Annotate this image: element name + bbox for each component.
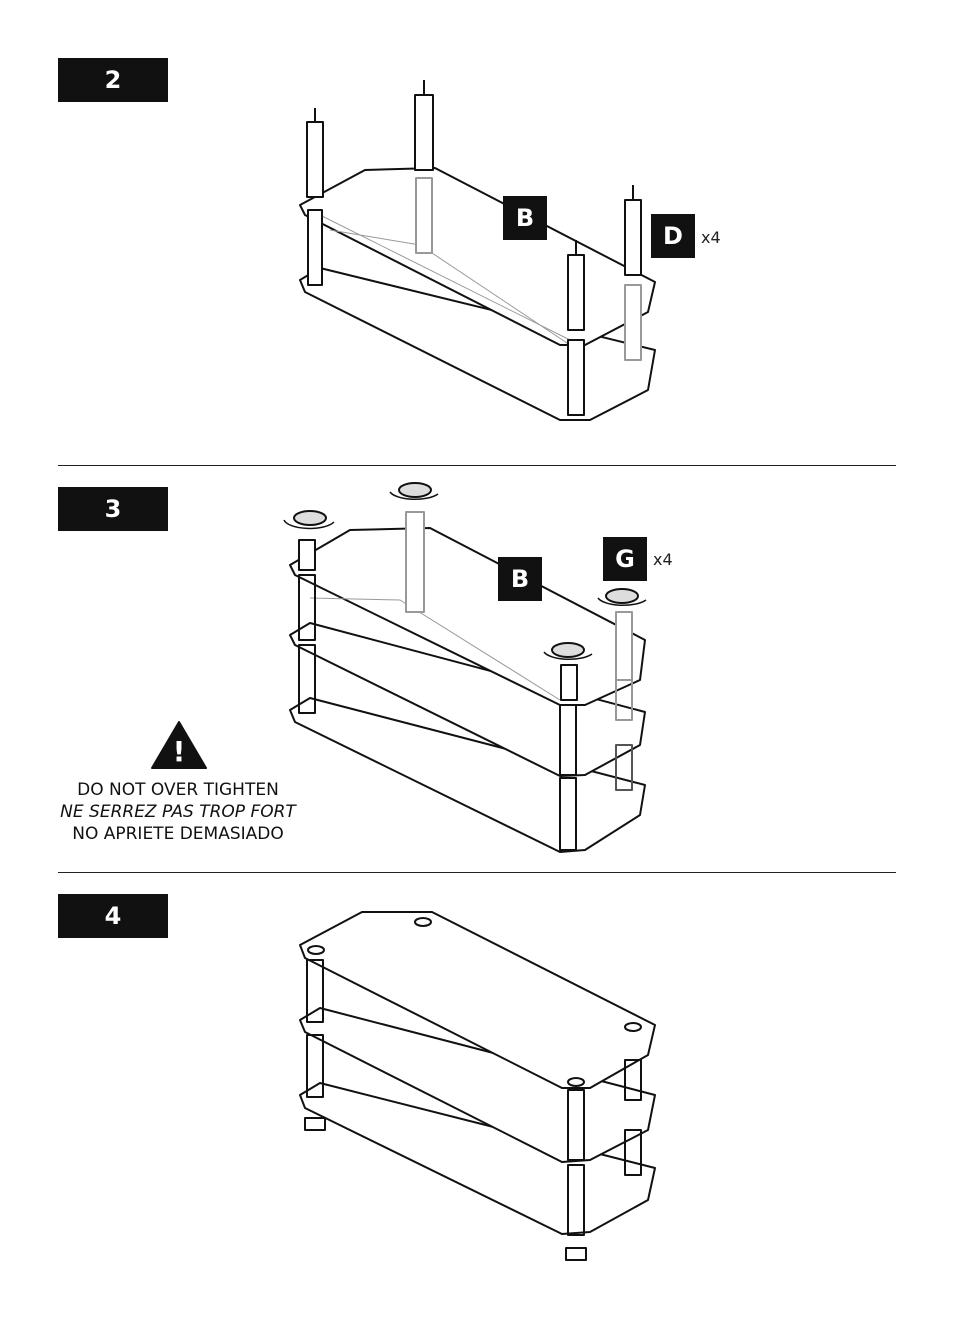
part-label-b: B: [498, 557, 542, 601]
warning-fr: NE SERREZ PAS TROP FORT: [60, 802, 296, 822]
step-number-3: 3: [58, 487, 168, 531]
step2-illustration: [299, 80, 656, 421]
section-divider: [58, 465, 896, 466]
step-number-2: 2: [58, 58, 168, 102]
step3-illustration: [283, 482, 647, 853]
warning-es: NO APRIETE DEMASIADO: [72, 824, 284, 844]
svg-text:!: !: [173, 735, 186, 768]
warning-icon: [151, 721, 207, 769]
part-quantity: x4: [701, 228, 721, 247]
step-number-4: 4: [58, 894, 168, 938]
warning-en: DO NOT OVER TIGHTEN: [77, 780, 279, 800]
warning-text: DO NOT OVER TIGHTEN NE SERREZ PAS TROP F…: [58, 779, 298, 845]
part-label-b: B: [503, 196, 547, 240]
step4-illustration: [299, 911, 656, 1261]
part-label-d: D: [651, 214, 695, 258]
part-label-g: G: [603, 537, 647, 581]
section-divider: [58, 872, 896, 873]
part-quantity: x4: [653, 550, 673, 569]
